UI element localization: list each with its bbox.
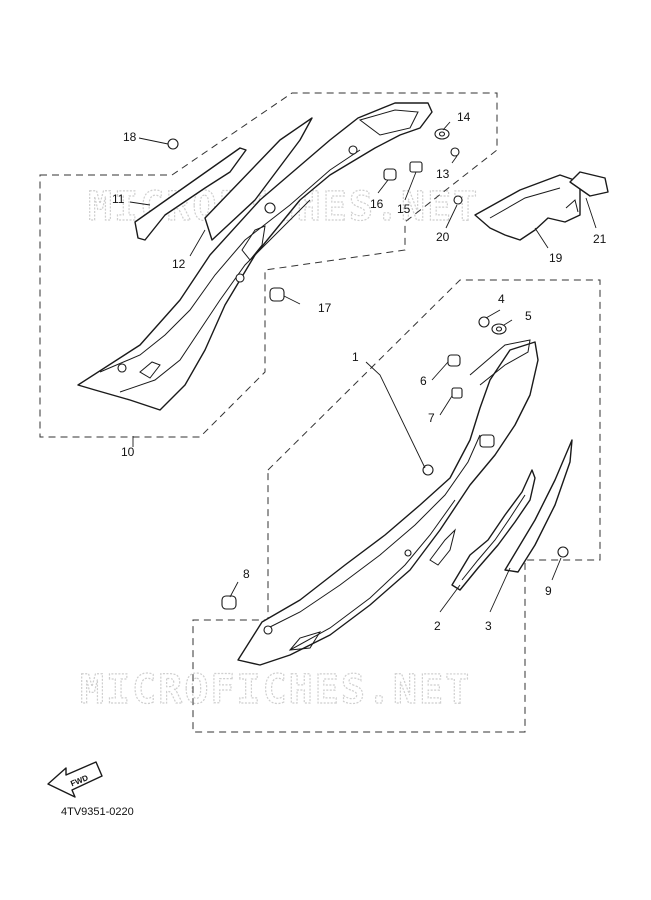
callout-16: 16 [370,197,384,211]
callout-7: 7 [428,411,435,425]
callout-15: 15 [397,202,411,216]
callout-11: 11 [112,192,125,206]
emblem-2 [451,469,536,591]
decal-3 [504,439,573,573]
bolt-4 [478,316,490,328]
callout-18: 18 [123,130,137,144]
graphic-strip-12 [204,117,313,241]
group-1-boundary [192,279,601,733]
cover-opening [241,225,266,261]
collar-7 [451,387,463,399]
screw-9 [557,546,569,558]
callout-5: 5 [525,309,532,323]
cover-opening-lower [429,528,456,566]
callout-9: 9 [545,584,552,598]
callout-10: 10 [121,445,135,459]
grommet-6 [447,354,461,367]
damper-17 [269,287,285,302]
grommet-16 [383,168,397,181]
callout-6: 6 [420,374,427,388]
callout-19: 19 [549,251,563,265]
callout-3: 3 [485,619,492,633]
callout-14: 14 [457,110,471,124]
callout-21: 21 [593,232,607,246]
callout-20: 20 [436,230,450,244]
screw-20 [453,195,463,205]
figure-code: 4TV9351-0220 [61,806,134,818]
side-cover-left-10 [77,102,433,411]
pad-21 [569,171,609,197]
cover-19 [474,174,581,241]
callout-2: 2 [434,619,441,633]
group-10-boundary [39,92,498,438]
callout-13: 13 [436,167,450,181]
screw-13 [450,147,460,157]
bolt-18 [167,138,179,150]
collar-15 [409,161,423,173]
watermark-bottom: MICROFICHES.NET [80,667,471,713]
side-cover-right-1 [237,341,539,666]
callout-4: 4 [498,292,505,306]
side-cover-trim-11 [134,147,247,241]
callout-8: 8 [243,567,250,581]
callout-1: 1 [352,350,359,364]
forward-arrow-icon: FWD [47,761,103,798]
callout-17: 17 [318,301,332,315]
callout-12: 12 [172,257,186,271]
damper-8 [221,595,237,610]
